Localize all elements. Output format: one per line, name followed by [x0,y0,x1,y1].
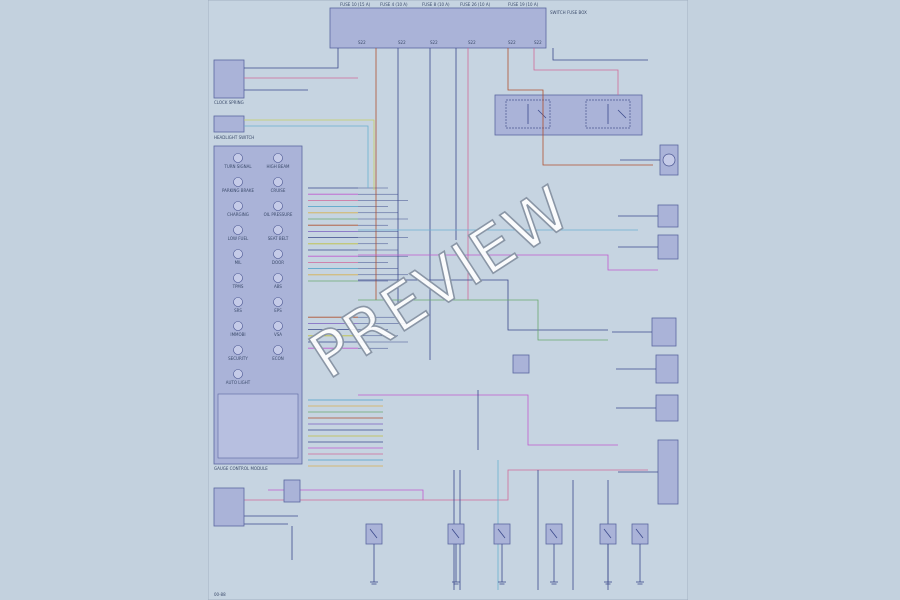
bottom-switch-contact [549,528,558,539]
indicator-lamp [233,369,243,379]
indicator-lamp [273,249,283,259]
indicator-label: VSA [274,332,282,337]
indicator-label: HIGH BEAM [266,164,290,169]
gauge-indicators: TURN SIGNAL HIGH BEAM PARKING BRAKE CRUISE C… [222,153,293,385]
fuse-label-5: FUSE 19 (10 A) [508,2,539,7]
indicator-lamp [233,297,243,307]
wire-top-right [552,48,648,61]
indicator-label: DOOR [272,260,284,265]
indicator-lamp [273,273,283,283]
connector-2: S22 [398,40,406,45]
bottom-switch-contact [451,528,460,539]
connector-3: S22 [430,40,438,45]
indicator-label: LOW FUEL [228,236,249,241]
bottom-switches [283,479,649,585]
door-key-switch-box [213,487,245,527]
indicator-label: CHARGING [227,212,249,217]
indicator-lamp [233,225,243,235]
clock-spring-label: CLOCK SPRING [214,100,244,105]
relay-wires [527,104,627,124]
indicator-label: IMMOBI [230,332,245,337]
bottom-switch-contact [497,528,506,539]
clock-spring-box [213,59,245,99]
indicator-label: TURN SIGNAL [223,164,252,169]
indicator-label: TPMS [232,284,244,289]
fuse-label-2: FUSE 4 (10 A) [380,2,408,7]
wire-clock-1 [244,48,339,69]
fuse-box-note: SWITCH FUSE BOX [550,10,587,15]
gauge-panel-label: GAUGE CONTROL MODULE [214,466,268,471]
connector-5: S22 [508,40,516,45]
connector-1: S22 [358,40,366,45]
relay-contact-2 [617,109,627,119]
wire-mid-4 [358,299,608,341]
preview-watermark: PREVIEW [296,170,585,393]
watermark-text: PREVIEW [297,171,584,393]
gauge-subunit [217,393,299,459]
connector-pin-bank [308,187,408,467]
connector-4: S22 [468,40,476,45]
bottom-switch-contact [603,528,612,539]
fuse-label-4: FUSE 26 (10 A) [460,2,491,7]
indicator-label: OIL PRESSURE [264,212,293,217]
relay-1 [505,99,551,129]
page-id: 00-88 [214,592,226,597]
relay-contact-1 [537,109,547,119]
bottom-switch-contact [635,528,644,539]
indicator-label: AUTO LIGHT [226,380,251,385]
bottom-left-switch [283,479,301,503]
right-component-box [651,317,677,347]
indicator-label: PARKING BRAKE [222,188,255,193]
fuse-label-1: FUSE 10 (15 A) [340,2,371,7]
indicator-lamp [273,177,283,187]
indicator-lamp [233,321,243,331]
indicator-lamp [273,297,283,307]
indicator-lamp [233,177,243,187]
right-components [512,144,679,505]
indicator-label: CRUISE [271,188,286,193]
indicator-lamp [273,321,283,331]
indicator-label: SECURITY [228,356,248,361]
indicator-lamp [233,201,243,211]
wire-hl-2 [244,125,369,188]
indicator-lamp [273,201,283,211]
indicator-label: SRS [234,308,242,313]
headlight-switch-label: HEADLIGHT SWITCH [214,135,254,140]
indicator-lamp [233,273,243,283]
headlight-switch-box [213,115,245,133]
indicator-label: SEAT BELT [268,236,289,241]
indicator-label: ABS [274,284,282,289]
wire-mid-3 [358,279,608,331]
indicator-lamp [273,345,283,355]
indicator-lamp [233,153,243,163]
wiring-diagram: FUSE 10 (15 A) FUSE 4 (10 A) FUSE 8 (10 … [208,0,688,600]
indicator-lamp [273,225,283,235]
indicator-label: ECON [272,356,283,361]
wire-hl-1 [244,119,375,190]
motor-symbol [662,153,676,167]
indicator-lamp [233,345,243,355]
wire-motor [507,48,653,166]
fuse-box [329,7,547,49]
wire-dk-2 [244,469,648,501]
wire-relay [533,48,619,95]
indicator-lamp [233,249,243,259]
indicator-lamp [273,153,283,163]
indicator-label: MIL [235,260,243,265]
bottom-switch-contact [369,528,378,539]
fuse-label-3: FUSE 8 (10 A) [422,2,450,7]
indicator-label: EPS [274,308,282,313]
sensor-box [512,354,530,374]
wire-low-1 [358,394,618,446]
wire-mid-2 [358,254,658,271]
connector-6: S22 [534,40,542,45]
relay-2 [585,99,631,129]
wiring-diagram-sheet: FUSE 10 (15 A) FUSE 4 (10 A) FUSE 8 (10 … [208,0,688,600]
wire-dk-1 [268,489,424,500]
